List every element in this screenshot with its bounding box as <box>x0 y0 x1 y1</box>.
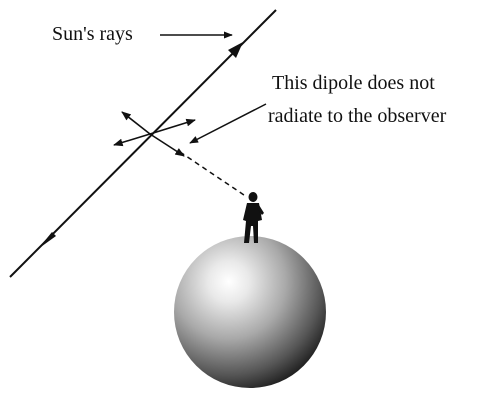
label-dipole-line2: radiate to the observer <box>268 104 446 128</box>
line-of-sight-dashed <box>180 152 244 195</box>
observer-figure-icon <box>243 192 264 243</box>
label-dipole-line1: This dipole does not <box>272 71 435 95</box>
dipole-arrow-up <box>122 112 150 134</box>
dipole-arrow-down <box>150 134 184 156</box>
dipole-arrow-right <box>150 120 195 134</box>
dipole-label-pointer <box>190 104 266 143</box>
ray-arrow-lower-icon <box>38 232 56 249</box>
label-sun-rays: Sun's rays <box>52 22 133 46</box>
dipole-arrow-left <box>114 134 150 145</box>
earth-globe <box>174 236 326 388</box>
